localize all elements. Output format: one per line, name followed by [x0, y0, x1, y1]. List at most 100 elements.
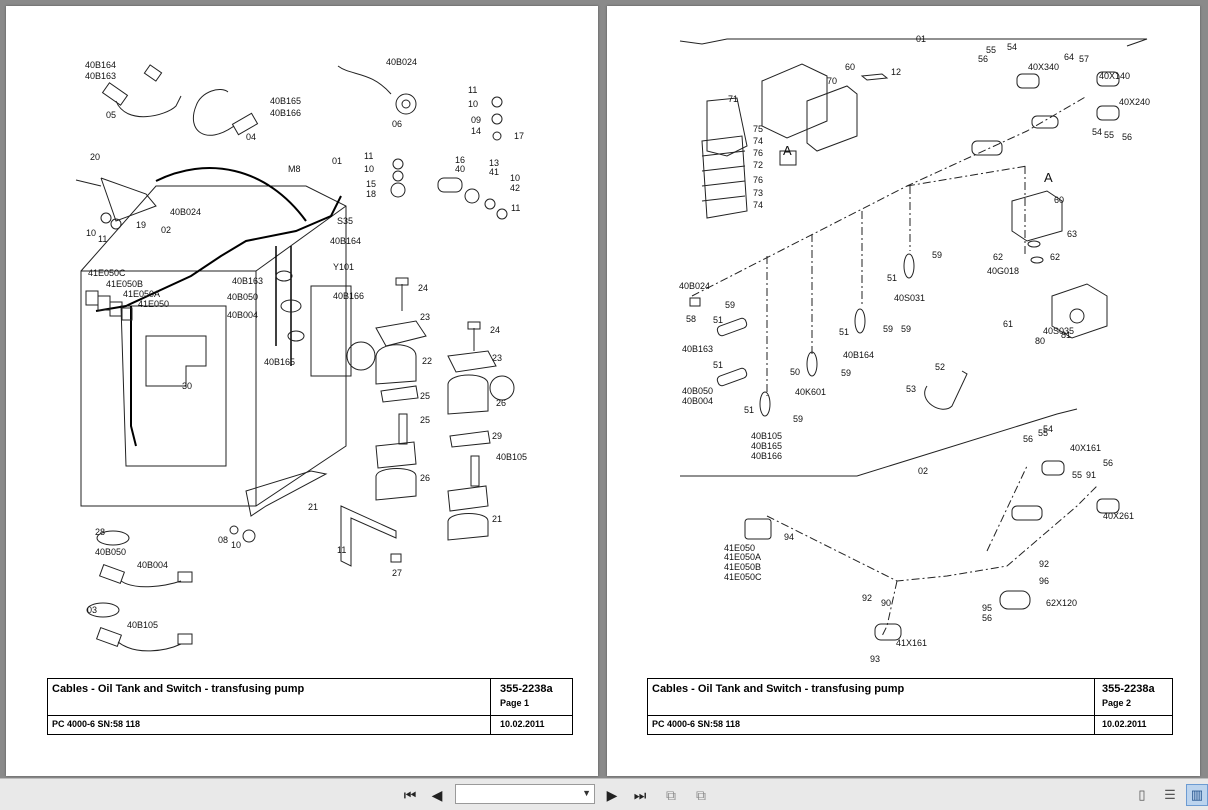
part-callout-label: 40B166 — [751, 451, 783, 461]
part-callout-label: 55 — [1072, 470, 1083, 480]
part-callout-label: 91 — [1086, 470, 1097, 480]
part-callout-label: 62 — [1050, 252, 1061, 262]
part-callout-label: 40X240 — [1119, 97, 1151, 107]
part-callout-label: 40B024 — [170, 207, 202, 217]
part-callout-label: 25 — [420, 391, 431, 401]
part-callout-label: 11 — [511, 203, 521, 213]
part-callout-label: 51 — [744, 405, 755, 415]
part-callout-label: 59 — [793, 414, 804, 424]
part-callout-label: 40B050 — [95, 547, 127, 557]
part-callout-label: 42 — [510, 183, 521, 193]
next-page-icon[interactable]: ▶ — [606, 786, 618, 803]
part-callout-label: 40K601 — [795, 387, 827, 397]
part-callout-label: 24 — [490, 325, 501, 335]
part-callout-label: 59 — [932, 250, 943, 260]
part-callout-label: 61 — [1003, 319, 1014, 329]
part-callout-label: 73 — [753, 188, 764, 198]
title-block-2: Cables - Oil Tank and Switch - transfusi… — [647, 678, 1173, 735]
part-callout-label: 25 — [420, 415, 431, 425]
single-page-icon[interactable]: ▯ — [1138, 787, 1146, 802]
part-callout-label: 23 — [420, 312, 431, 322]
part-callout-label: 40B105 — [751, 431, 783, 441]
part-callout-label: 59 — [725, 300, 736, 310]
part-callout-label: 41E050A — [724, 552, 762, 562]
part-callout-label: 40X340 — [1028, 62, 1060, 72]
back-view-icon[interactable]: ⧉ — [666, 786, 676, 803]
page-select[interactable]: ▼ — [455, 784, 595, 804]
part-callout-label: 51 — [839, 327, 850, 337]
part-callout-label: 75 — [753, 124, 764, 134]
part-callout-label: 54 — [1043, 424, 1054, 434]
part-callout-label: 41E050C — [724, 572, 762, 582]
part-callout-label: 50 — [790, 367, 801, 377]
part-callout-label: 41X161 — [896, 638, 928, 648]
part-callout-label: 11 — [98, 234, 108, 244]
part-callout-label: 59 — [883, 324, 894, 334]
part-callout-label: 51 — [713, 315, 724, 325]
part-callout-label: 11 — [364, 151, 374, 161]
part-callout-label: 54 — [1007, 42, 1018, 52]
part-callout-label: 13 — [489, 158, 500, 168]
part-callout-label: 41E050A — [123, 289, 161, 299]
part-callout-label: 80 — [1035, 336, 1046, 346]
part-callout-label: 05 — [106, 110, 117, 120]
part-callout-label: 93 — [870, 654, 881, 664]
part-callout-label: 40B004 — [137, 560, 169, 570]
part-callout-label: 72 — [753, 160, 764, 170]
part-callout-label: 64 — [1064, 52, 1075, 62]
part-callout-label: 10 — [468, 99, 479, 109]
part-callout-label: 40B050 — [682, 386, 714, 396]
part-callout-label: 41E050B — [106, 279, 144, 289]
part-callout-label: 59 — [901, 324, 912, 334]
part-callout-label: 96 — [1039, 576, 1050, 586]
part-callout-label: 29 — [492, 431, 503, 441]
document-page-2: Cables - Oil Tank and Switch - transfusi… — [607, 6, 1200, 776]
part-callout-label: 30 — [182, 381, 193, 391]
part-callout-label: 94 — [784, 532, 795, 542]
part-callout-label: 40B166 — [270, 108, 302, 118]
part-callout-label: 70 — [827, 76, 838, 86]
facing-pages-icon[interactable]: ▥ — [1186, 784, 1208, 806]
part-callout-label: 74 — [753, 136, 764, 146]
part-callout-label: 40X161 — [1070, 443, 1102, 453]
part-callout-label: 90 — [881, 598, 892, 608]
part-callout-label: 62 — [993, 252, 1004, 262]
part-callout-label: 95 — [982, 603, 993, 613]
page-2-parts-diagram — [679, 38, 1148, 641]
page-1-parts-diagram — [75, 64, 515, 652]
part-callout-label: 22 — [422, 356, 433, 366]
part-callout-label: S35 — [337, 216, 354, 226]
continuous-page-icon[interactable]: ☰ — [1164, 787, 1176, 802]
part-callout-label: 81 — [1061, 330, 1072, 340]
part-callout-label: 03 — [87, 605, 98, 615]
part-callout-label: 27 — [392, 568, 403, 578]
part-callout-label: 02 — [161, 225, 172, 235]
viewer-toolbar: ⏮ ◀ ▼ ▶ ⏭ ⧉ ⧉ ▯ ☰ ▥ — [0, 778, 1208, 810]
part-callout-label: 56 — [1122, 132, 1133, 142]
machine-model: PC 4000-6 SN:58 118 — [652, 719, 741, 729]
forward-view-icon[interactable]: ⧉ — [696, 786, 706, 803]
part-callout-label: 55 — [1038, 428, 1049, 438]
last-page-icon[interactable]: ⏭ — [633, 786, 647, 803]
previous-page-icon[interactable]: ◀ — [431, 786, 443, 803]
part-callout-label: 06 — [392, 119, 403, 129]
part-callout-label: 19 — [136, 220, 147, 230]
part-callout-label: 40S035 — [1043, 326, 1075, 336]
part-callout-label: 15 — [366, 179, 377, 189]
title-block-1: Cables - Oil Tank and Switch - transfusi… — [47, 678, 573, 735]
part-callout-label: 41E050C — [88, 268, 126, 278]
first-page-icon[interactable]: ⏮ — [403, 786, 417, 803]
part-callout-label: 62X120 — [1046, 598, 1078, 608]
part-callout-label: 76 — [753, 175, 764, 185]
part-callout-label: A — [1044, 170, 1053, 185]
part-callout-label: 40X140 — [1099, 71, 1131, 81]
part-callout-label: 40B024 — [679, 281, 711, 291]
part-callout-label: 60 — [1054, 195, 1065, 205]
part-callout-label: 40S031 — [894, 293, 926, 303]
part-callout-label: 11 — [337, 545, 347, 555]
part-callout-label: 56 — [982, 613, 993, 623]
part-callout-label: 40B004 — [227, 310, 259, 320]
part-callout-label: 40B163 — [85, 71, 117, 81]
part-callout-label: 74 — [753, 200, 764, 210]
part-callout-label: 40B050 — [227, 292, 259, 302]
